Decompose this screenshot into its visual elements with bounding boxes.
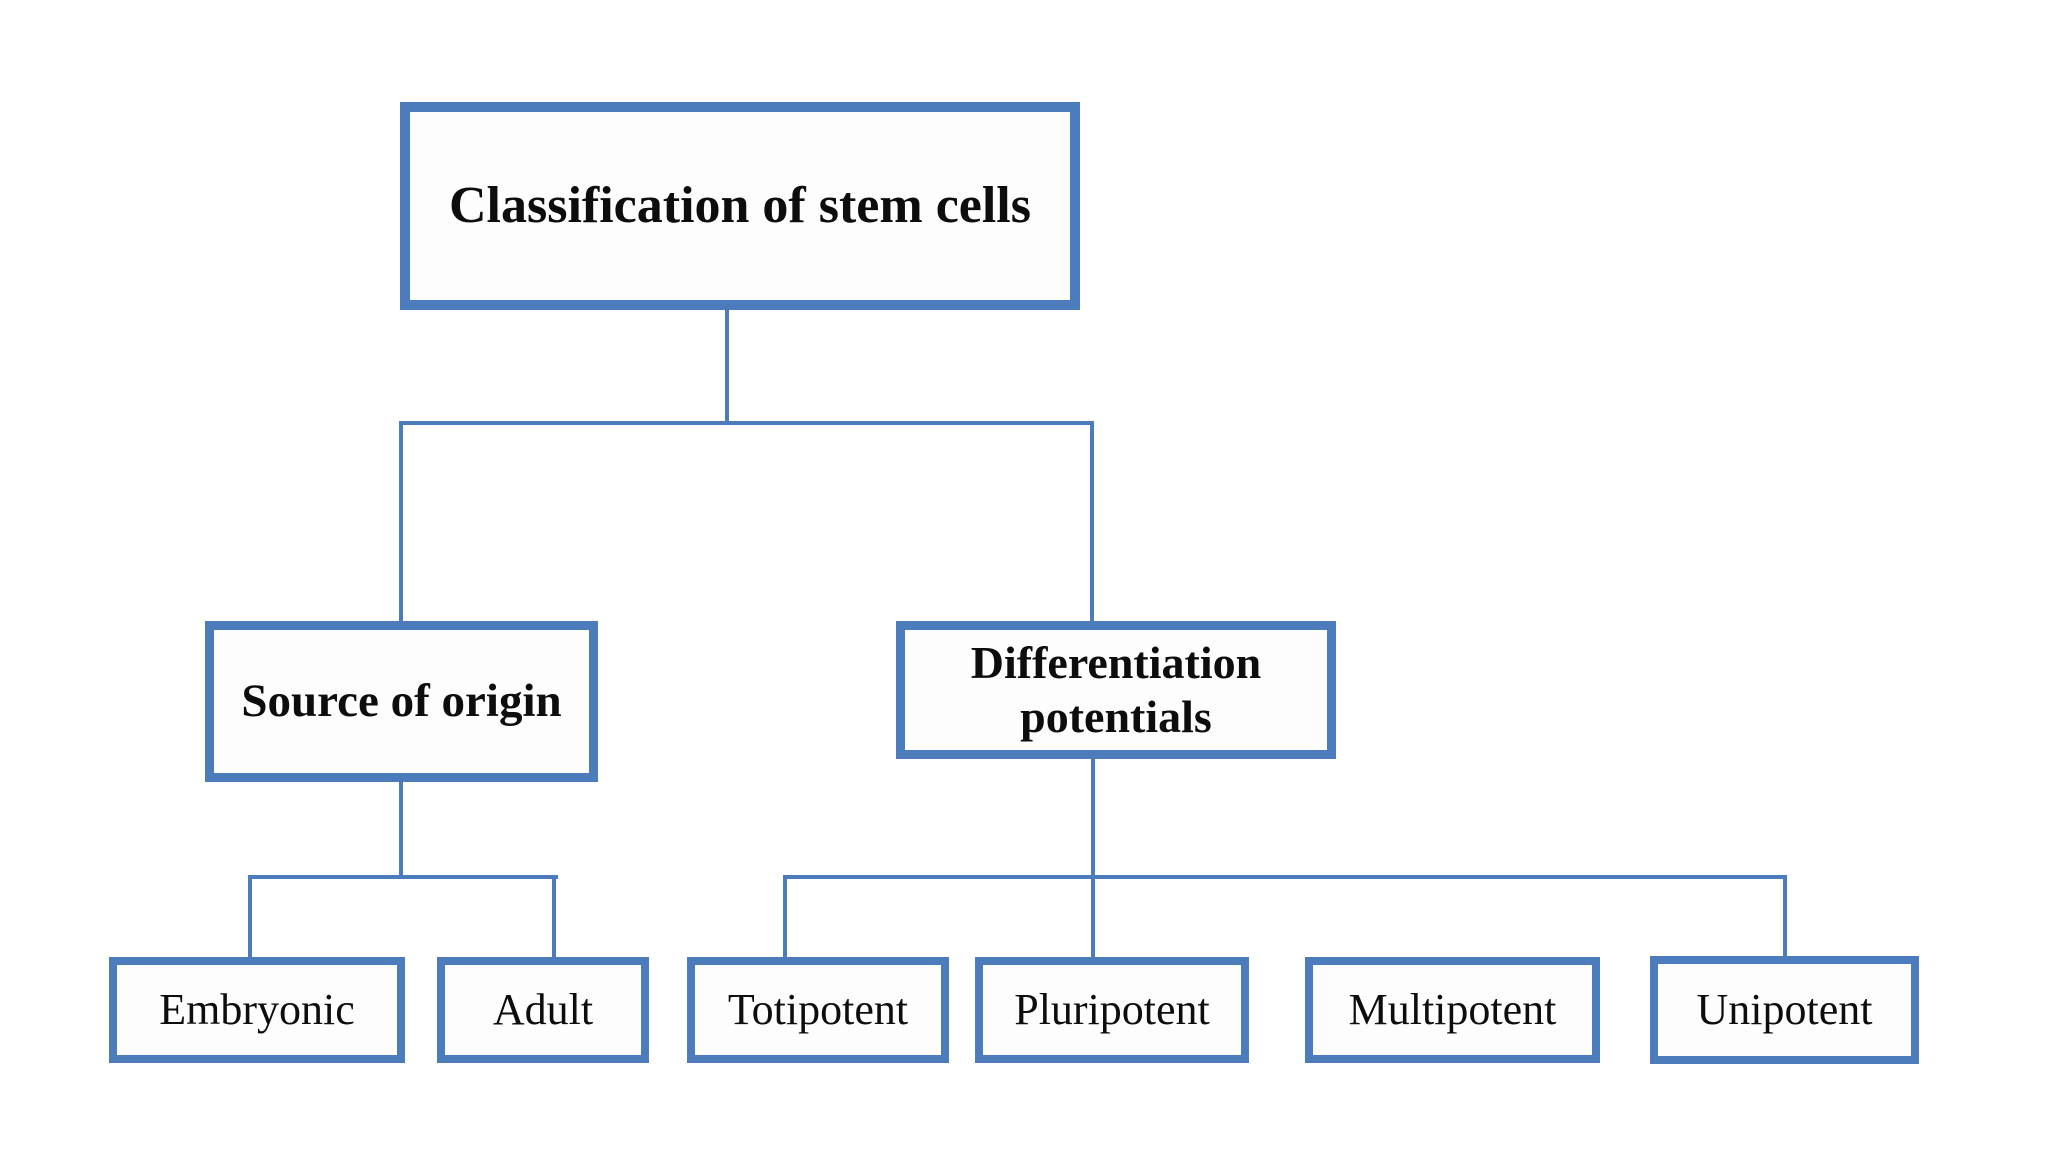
node-source-of-origin: Source of origin — [205, 621, 598, 782]
node-differentiation-potentials: Differentiation potentials — [896, 621, 1336, 759]
connector-root-stem — [725, 306, 729, 425]
node-multipotent: Multipotent — [1305, 957, 1600, 1063]
node-totipotent: Totipotent — [687, 957, 949, 1063]
node-differentiation-potentials-label: Differentiation potentials — [970, 636, 1262, 742]
node-pluripotent: Pluripotent — [975, 957, 1249, 1063]
connector-differentiation-stem-through-pluripotent — [1091, 755, 1095, 961]
node-source-of-origin-label: Source of origin — [241, 674, 562, 727]
node-unipotent: Unipotent — [1650, 956, 1919, 1064]
node-classification-label: Classification of stem cells — [448, 177, 1031, 235]
connector-drop-embryonic — [248, 875, 252, 961]
node-pluripotent-label: Pluripotent — [1014, 985, 1210, 1035]
node-adult: Adult — [437, 957, 649, 1063]
connector-drop-adult — [552, 875, 556, 961]
node-adult-label: Adult — [492, 985, 594, 1035]
node-totipotent-label: Totipotent — [727, 985, 909, 1035]
node-multipotent-label: Multipotent — [1348, 985, 1557, 1035]
connector-drop-totipotent — [783, 875, 787, 961]
connector-source-of-origin-stem — [399, 778, 403, 879]
connector-source-children-bus — [248, 875, 558, 879]
node-embryonic-label: Embryonic — [159, 985, 355, 1035]
node-unipotent-label: Unipotent — [1696, 985, 1873, 1035]
connector-drop-unipotent — [1783, 875, 1787, 960]
connector-differentiation-children-bus — [783, 875, 1787, 879]
node-classification-of-stem-cells: Classification of stem cells — [400, 102, 1080, 310]
node-embryonic: Embryonic — [109, 957, 405, 1063]
connector-drop-differentiation-potentials — [1090, 421, 1094, 625]
connector-drop-source-of-origin — [399, 421, 403, 625]
connector-level1-bus — [399, 421, 1094, 425]
